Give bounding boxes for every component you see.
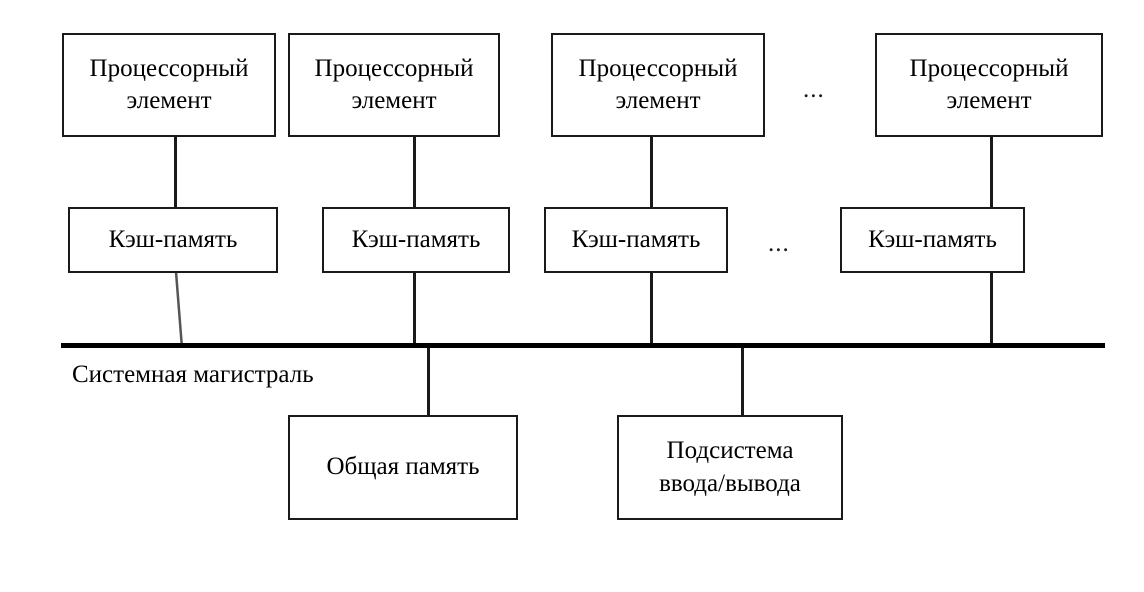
system-bus-line	[61, 343, 1105, 348]
processor-element-label-2: Процессорный элемент	[314, 54, 474, 115]
connector-bus-to-io-subsystem	[741, 345, 744, 417]
ellipsis-cache-row: ...	[768, 230, 790, 257]
shared-memory-box[interactable]: Общая память	[288, 415, 518, 520]
connector-cache4-to-bus	[990, 272, 993, 346]
cache-memory-label-4: Кэш-память	[868, 225, 997, 253]
processor-element-label-1: Процессорный элемент	[89, 54, 249, 115]
connector-pe2-to-cache2	[413, 137, 416, 208]
cache-memory-box-2[interactable]: Кэш-память	[322, 207, 510, 273]
connector-cache1-to-bus	[174, 271, 184, 349]
connector-cache3-to-bus	[650, 272, 653, 346]
cache-memory-box-4[interactable]: Кэш-память	[840, 207, 1025, 273]
processor-element-label-3: Процессорный элемент	[578, 54, 738, 115]
io-subsystem-box[interactable]: Подсистема ввода/вывода	[617, 415, 843, 520]
connector-pe1-to-cache1	[174, 137, 177, 208]
processor-element-label-4: Процессорный элемент	[909, 54, 1069, 115]
connector-pe3-to-cache3	[650, 137, 653, 208]
connector-cache2-to-bus	[413, 272, 416, 346]
cache-memory-box-3[interactable]: Кэш-память	[544, 207, 728, 273]
cache-memory-label-1: Кэш-память	[108, 225, 238, 253]
cache-memory-label-2: Кэш-память	[351, 225, 481, 253]
processor-element-box-2[interactable]: Процессорный элемент	[288, 33, 500, 137]
io-subsystem-label: Подсистема ввода/вывода	[659, 437, 801, 497]
system-bus-caption: Системная магистраль	[72, 360, 320, 390]
shared-memory-label: Общая память	[326, 453, 480, 481]
connector-pe4-to-cache4	[990, 137, 993, 208]
cache-memory-label-3: Кэш-память	[571, 225, 701, 253]
processor-element-box-4[interactable]: Процессорный элемент	[875, 33, 1103, 137]
ellipsis-processor-row: ...	[803, 76, 825, 103]
cache-memory-box-1[interactable]: Кэш-память	[68, 207, 278, 273]
processor-element-box-3[interactable]: Процессорный элемент	[551, 33, 765, 137]
processor-element-box-1[interactable]: Процессорный элемент	[62, 33, 276, 137]
connector-bus-to-shared-memory	[427, 345, 430, 417]
